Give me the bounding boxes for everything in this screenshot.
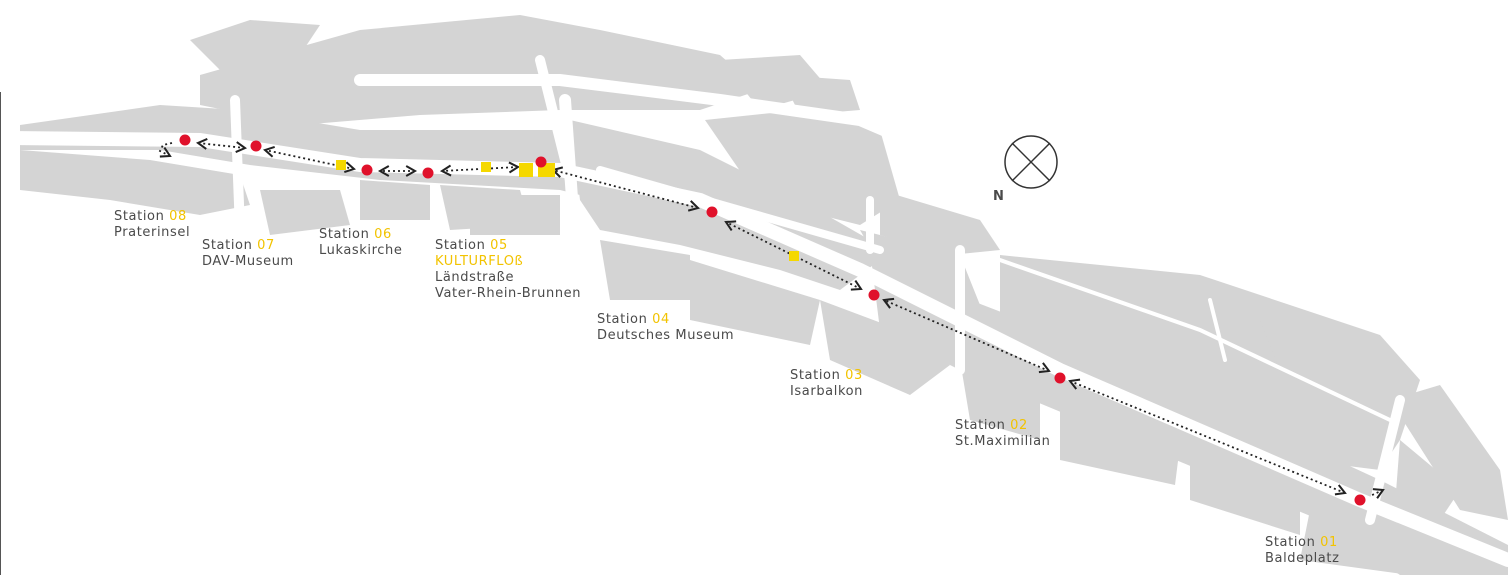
station-dots[interactable] — [179, 134, 1366, 506]
route-segment — [158, 142, 173, 158]
station-label-06[interactable]: Station 06 Lukaskirche — [319, 227, 403, 258]
feature-square — [336, 160, 346, 170]
compass-circle-cross-icon — [1004, 135, 1058, 189]
station-label-08[interactable]: Station 08 Praterinsel — [114, 209, 191, 240]
station-dot-05b — [422, 167, 434, 179]
feature-square — [519, 163, 533, 177]
station-dot-01 — [1354, 494, 1366, 506]
station-dot-02 — [1054, 372, 1066, 384]
station-label-01[interactable]: Station 01 Baldeplatz — [1265, 535, 1340, 566]
station-dot-06 — [361, 164, 373, 176]
station-label-07[interactable]: Station 07 DAV-Museum — [202, 238, 294, 269]
station-label-05[interactable]: Station 05 KULTURFLOß Ländstraße Vater-R… — [435, 238, 582, 301]
station-dot-05 — [535, 156, 547, 168]
station-dot-04 — [706, 206, 718, 218]
station-label-03[interactable]: Station 03 Isarbalkon — [790, 368, 864, 399]
route-segment — [1369, 488, 1385, 499]
feature-square — [481, 162, 491, 172]
station-dot-03 — [868, 289, 880, 301]
station-dot-08 — [179, 134, 191, 146]
station-feature-label: KULTURFLOß — [435, 254, 524, 269]
station-label-04[interactable]: Station 04 Deutsches Museum — [597, 312, 735, 343]
city-blocks — [20, 15, 1508, 575]
station-dot-07 — [250, 140, 262, 152]
north-label: N — [993, 189, 1004, 204]
station-label-02[interactable]: Station 02 St.Maximilian — [955, 418, 1051, 449]
frame-left-border — [0, 92, 1, 575]
feature-square — [789, 251, 799, 261]
